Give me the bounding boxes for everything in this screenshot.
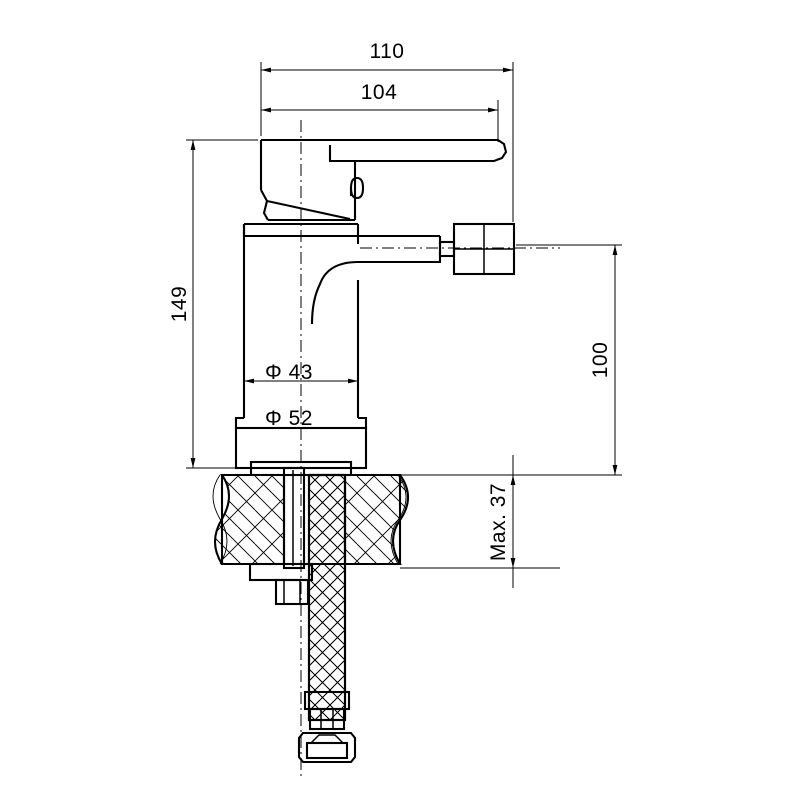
aerator bbox=[438, 222, 516, 276]
dimension-max-deck: Max. 37 bbox=[400, 455, 560, 588]
dimension-body-diameter: Φ 43 bbox=[244, 361, 358, 384]
dimension-label-phi-43: Φ 43 bbox=[265, 361, 313, 384]
dimension-label-149: 149 bbox=[168, 286, 191, 323]
deck-section bbox=[212, 473, 410, 566]
body-column bbox=[242, 224, 360, 418]
hose-connector bbox=[297, 731, 357, 764]
mounting-nut bbox=[248, 562, 314, 606]
dimension-label-phi-52: Φ 52 bbox=[265, 407, 313, 430]
centre-lines bbox=[300, 120, 560, 780]
dimension-spout-height: 100 bbox=[516, 244, 622, 476]
dimension-overall-width: 110 bbox=[260, 40, 514, 222]
spout-body bbox=[242, 222, 442, 325]
braided-hose bbox=[303, 473, 351, 731]
lever-handle bbox=[259, 138, 508, 190]
dimension-label-104: 104 bbox=[361, 81, 398, 104]
dimension-overall-height: 149 bbox=[168, 139, 258, 469]
shank bbox=[249, 460, 353, 570]
dimension-base-diameter: Φ 52 bbox=[236, 407, 366, 430]
dimension-label-max-37: Max. 37 bbox=[487, 483, 510, 561]
dimension-label-100: 100 bbox=[589, 342, 612, 379]
cartridge-hub bbox=[260, 161, 365, 222]
faucet-outline bbox=[212, 138, 516, 764]
dimension-spout-reach: 104 bbox=[260, 81, 499, 142]
dimension-label-110: 110 bbox=[370, 40, 405, 63]
